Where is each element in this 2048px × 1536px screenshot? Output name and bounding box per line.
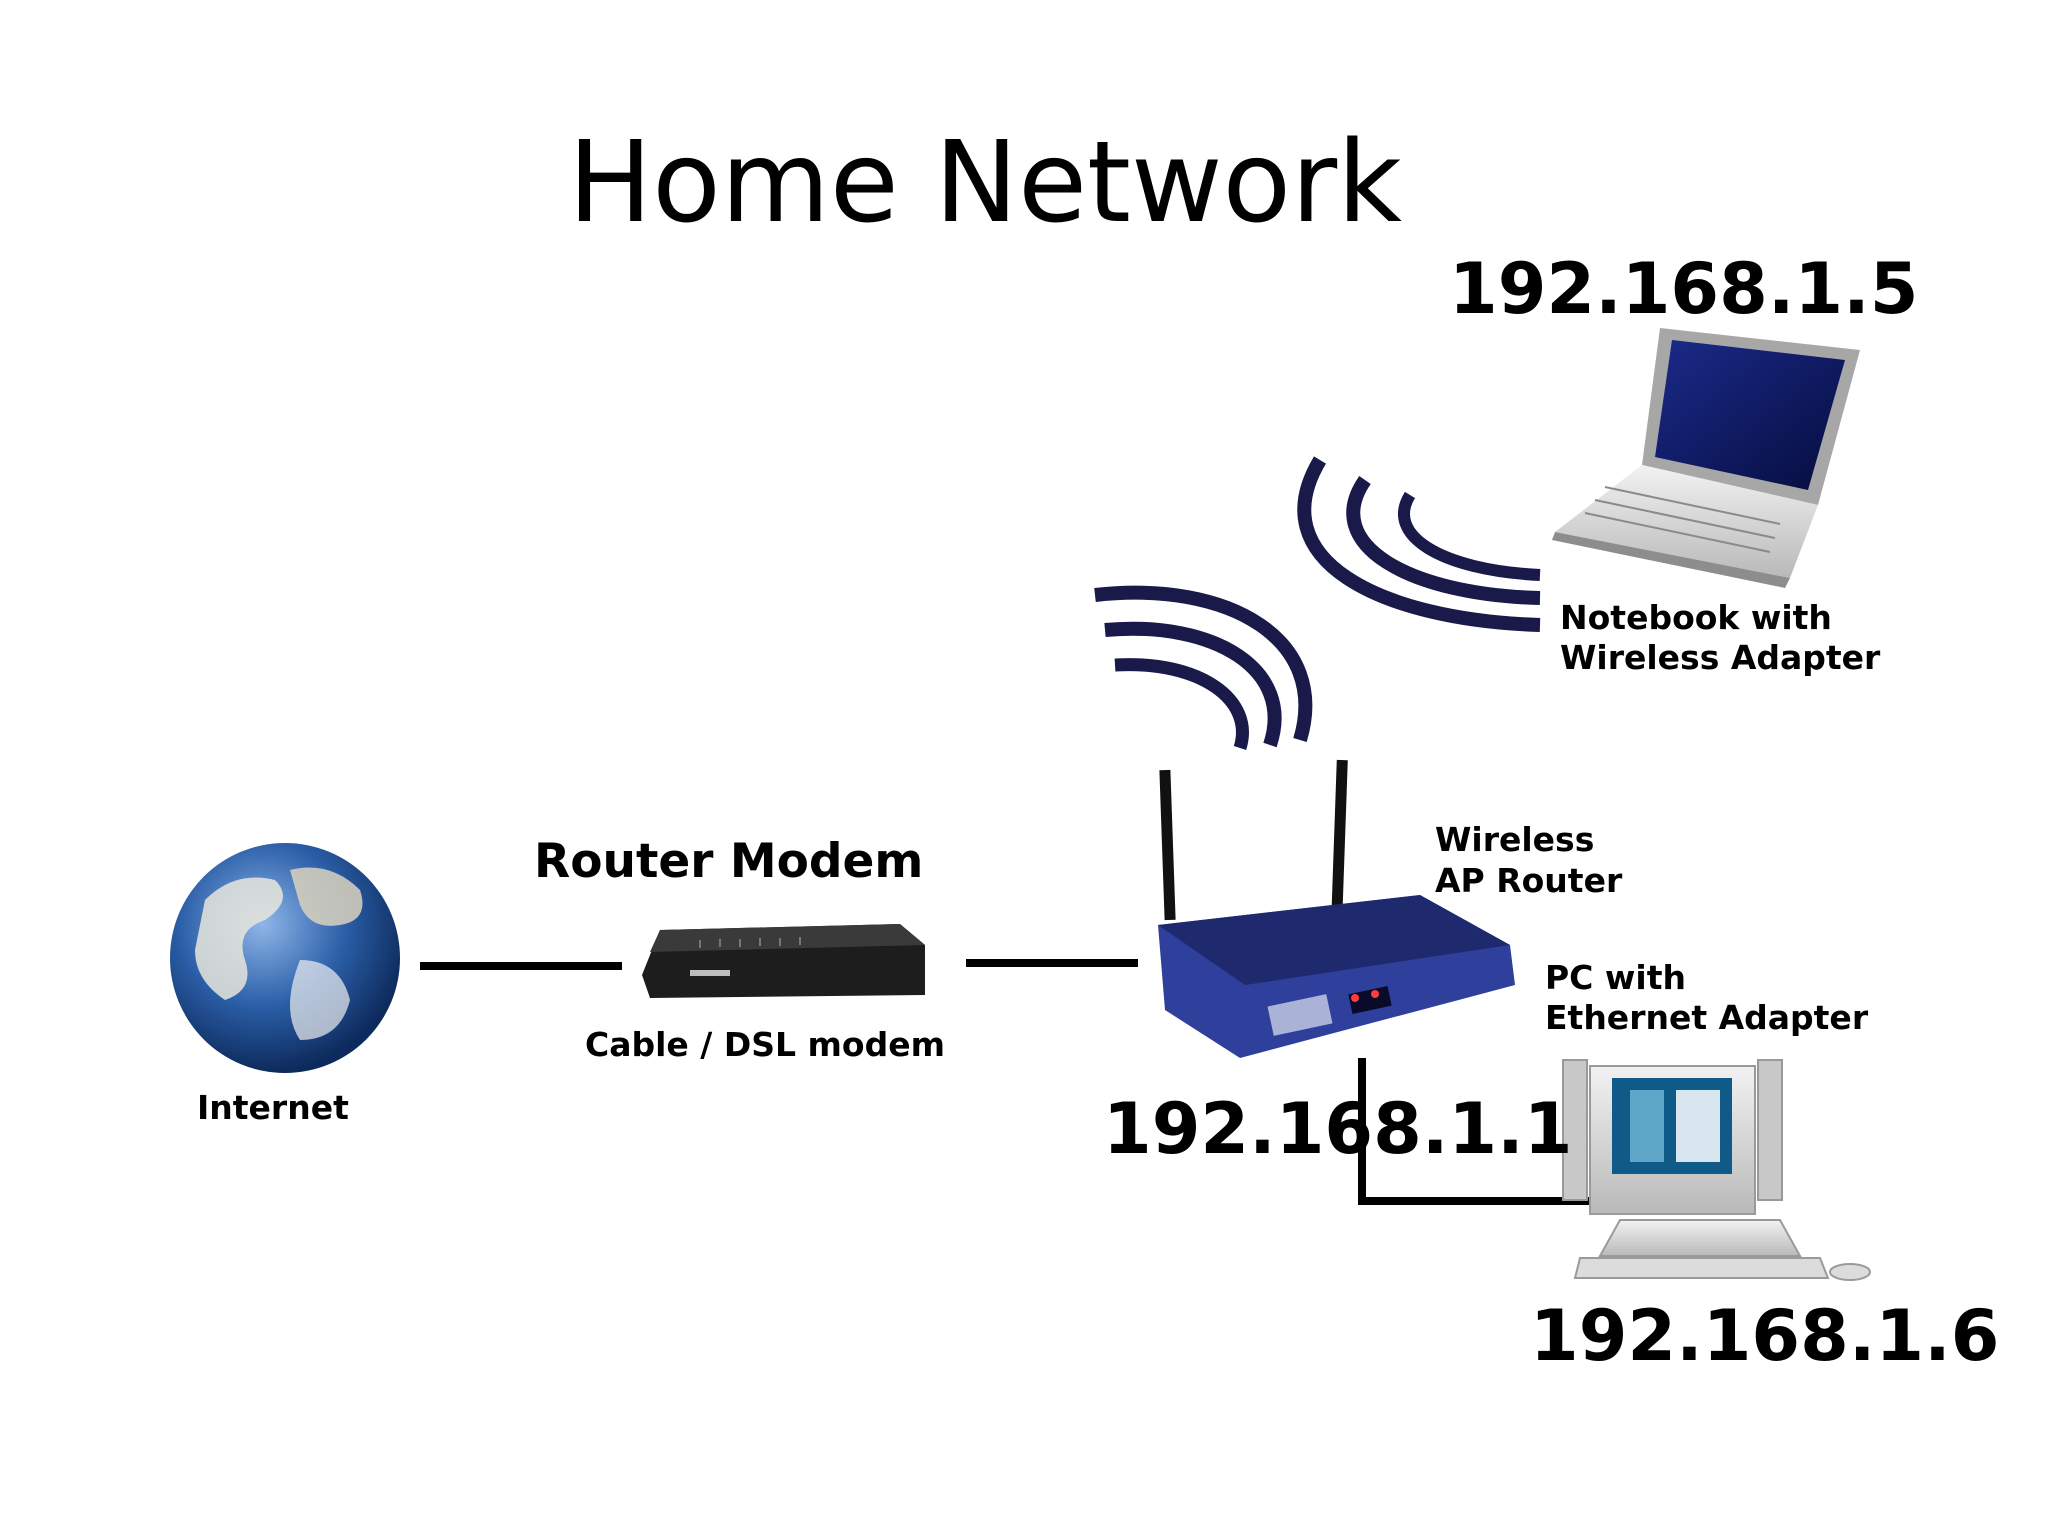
modem-label: Cable / DSL modem <box>585 1025 945 1064</box>
router-icon <box>1158 759 1515 1058</box>
modem-icon <box>642 924 925 998</box>
notebook-icon <box>1552 328 1860 588</box>
pc-ip: 192.168.1.6 <box>1530 1295 2000 1377</box>
router-label-line1: Wireless <box>1435 820 1595 859</box>
link-router-pc <box>1358 1058 1615 1205</box>
pc-label-line1: PC with <box>1545 958 1686 997</box>
notebook-ip: 192.168.1.5 <box>1449 248 1919 330</box>
internet-label: Internet <box>197 1088 349 1127</box>
notebook-label-line2: Wireless Adapter <box>1560 638 1881 677</box>
modem-heading: Router Modem <box>534 834 924 889</box>
router-label-line2: AP Router <box>1435 861 1623 900</box>
connection-lines <box>420 959 1615 1205</box>
page-title: Home Network <box>568 118 1402 248</box>
wireless-signal-icon <box>1094 585 1313 750</box>
router-ip: 192.168.1.1 <box>1103 1088 1573 1170</box>
wireless-signal-icon <box>1297 456 1541 632</box>
pc-label-line2: Ethernet Adapter <box>1545 998 1869 1037</box>
notebook-label-line1: Notebook with <box>1560 598 1832 637</box>
desktop-pc-icon <box>1562 1059 1871 1281</box>
globe-icon <box>170 843 400 1073</box>
